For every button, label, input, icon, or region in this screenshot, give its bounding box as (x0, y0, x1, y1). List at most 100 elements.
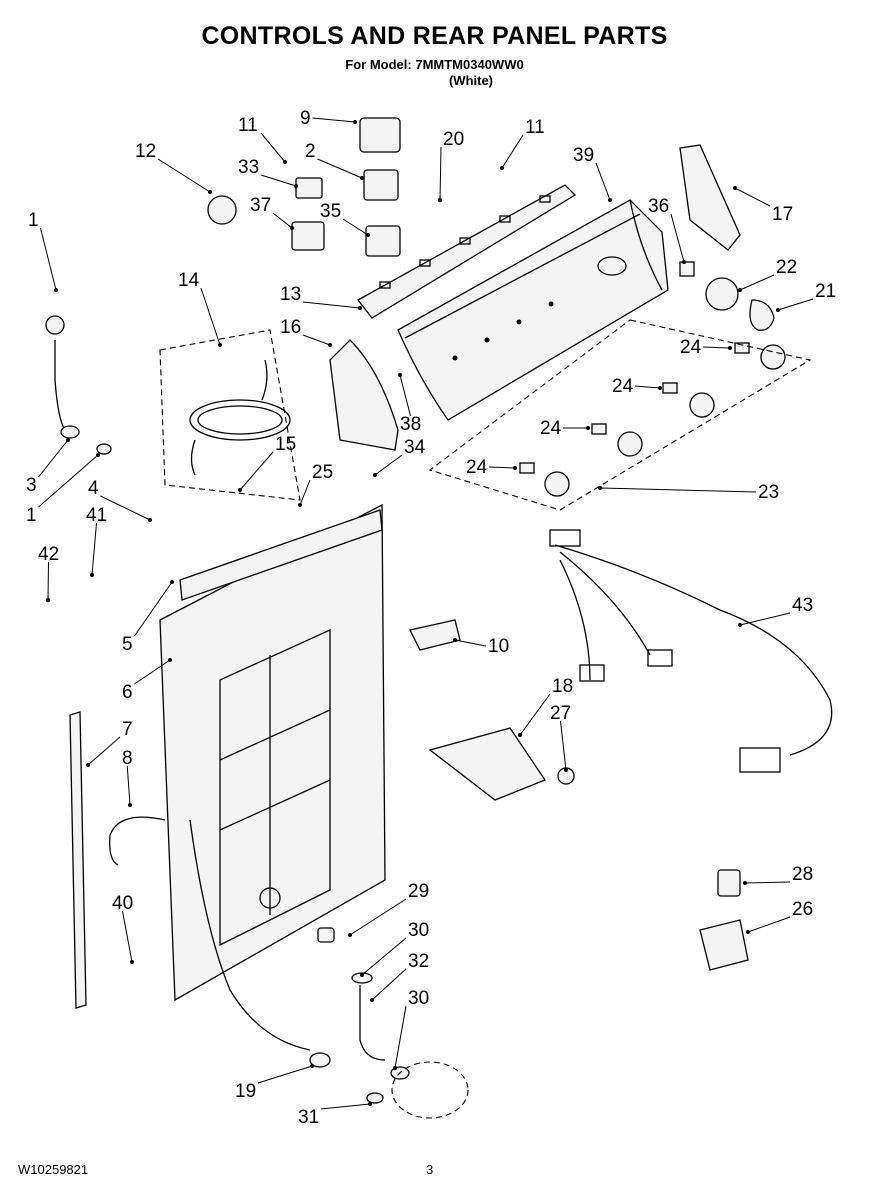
callout-arrowhead (294, 184, 298, 188)
inlet-hose (109, 816, 166, 866)
switch-37 (291, 221, 325, 251)
plug-29 (317, 927, 335, 943)
callout-arrowhead (370, 998, 374, 1002)
callout-leader (47, 561, 49, 601)
part-callout-4: 4 (88, 478, 99, 499)
internal-drain-hose-32 (359, 985, 386, 1061)
callout-arrowhead (728, 346, 732, 350)
callout-arrowhead (453, 638, 457, 642)
power-cord (189, 359, 291, 476)
console-end-cap-left (329, 339, 399, 451)
callout-leader (239, 451, 274, 491)
callout-arrowhead (290, 226, 294, 230)
callout-arrowhead (598, 486, 602, 490)
callout-leader (40, 227, 57, 291)
callout-arrowhead (564, 768, 568, 772)
callout-arrowhead (283, 160, 287, 164)
callout-leader (599, 487, 757, 493)
part-callout-32: 32 (408, 951, 429, 972)
part-callout-17: 17 (772, 204, 793, 225)
page-title: CONTROLS AND REAR PANEL PARTS (201, 22, 668, 50)
callout-arrowhead (128, 803, 132, 807)
color-subtitle: (White) (448, 73, 494, 88)
callout-arrowhead (513, 466, 517, 470)
callout-leader (312, 117, 356, 123)
callout-arrowhead (298, 503, 302, 507)
part-callout-24: 24 (680, 337, 702, 358)
callout-arrowhead (366, 233, 370, 237)
part-callout-18: 18 (552, 676, 573, 697)
callout-arrowhead (328, 343, 332, 347)
callout-leader (100, 495, 151, 521)
part-callout-22: 22 (776, 257, 797, 278)
callout-arrowhead (746, 930, 750, 934)
callout-arrowhead (148, 518, 152, 522)
callout-leader (488, 466, 516, 469)
callout-arrowhead (682, 260, 686, 264)
callout-arrowhead (368, 1102, 372, 1106)
part-callout-14: 14 (178, 270, 200, 291)
part-callout-12: 12 (135, 141, 156, 162)
callout-arrowhead (586, 426, 590, 430)
part-callout-30: 30 (408, 920, 429, 941)
callout-arrowhead (348, 933, 352, 937)
callout-leader (302, 301, 361, 309)
bracket-10 (409, 619, 461, 651)
callout-leader (342, 218, 369, 236)
part-callout-10: 10 (488, 636, 509, 657)
part-callout-43: 43 (792, 595, 813, 616)
part-callout-31: 31 (298, 1107, 319, 1128)
part-callout-29: 29 (408, 881, 429, 902)
part-callout-24: 24 (466, 457, 488, 478)
callout-leader (454, 639, 487, 647)
console-end-cap-right (679, 144, 741, 251)
part-callout-7: 7 (122, 719, 133, 740)
part-callout-39: 39 (573, 145, 594, 166)
callout-arrowhead (353, 120, 357, 124)
callout-leader (260, 132, 286, 163)
callout-arrowhead (46, 598, 50, 602)
switch-33 (295, 177, 323, 199)
part-callout-34: 34 (404, 437, 426, 458)
callout-leader (595, 162, 611, 201)
callout-arrowhead (96, 453, 100, 457)
callout-arrowhead (238, 488, 242, 492)
part-callout-40: 40 (112, 893, 133, 914)
part-callout-42: 42 (38, 544, 59, 565)
callout-arrowhead (393, 1066, 397, 1070)
callout-arrowhead (738, 288, 742, 292)
callout-leader (560, 720, 567, 771)
switch-2 (363, 169, 399, 201)
callout-arrowhead (86, 763, 90, 767)
part-callout-27: 27 (550, 703, 571, 724)
part-callout-3: 3 (26, 475, 37, 496)
part-callout-8: 8 (122, 748, 133, 769)
callout-leader (302, 334, 331, 346)
part-callout-2: 2 (305, 141, 316, 162)
knob-skirt-22 (705, 277, 739, 311)
document-number: W10259821 (18, 1162, 89, 1177)
wire-harness (549, 529, 833, 773)
callout-leader (399, 374, 411, 417)
part-callout-37: 37 (250, 195, 271, 216)
callout-arrowhead (608, 198, 612, 202)
rear-panel-stiffener (69, 711, 87, 1009)
part-callout-36: 36 (648, 196, 669, 217)
callout-arrowhead (130, 960, 134, 964)
callout-leader (317, 158, 363, 179)
panel-strip (179, 509, 383, 601)
mixing-valve-26 (699, 919, 749, 971)
callout-arrowhead (358, 306, 362, 310)
callout-arrowhead (360, 973, 364, 977)
part-callout-28: 28 (792, 864, 813, 885)
callout-arrowhead (743, 881, 747, 885)
part-callout-38: 38 (400, 414, 421, 435)
callout-leader (299, 479, 311, 506)
callout-leader (257, 1065, 313, 1084)
callout-leader (734, 187, 771, 207)
callout-leader (38, 439, 69, 478)
callout-leader (260, 174, 297, 187)
model-subtitle: For Model: 7MMTM0340WW0 (345, 57, 524, 72)
callout-arrowhead (54, 288, 58, 292)
callout-leader (122, 910, 133, 963)
